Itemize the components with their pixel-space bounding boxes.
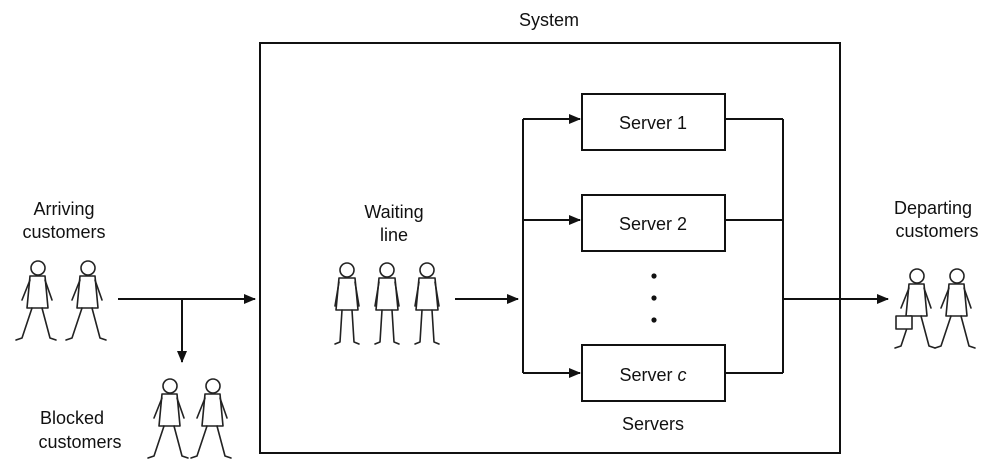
blocked-customer-figures [147, 378, 232, 459]
server-ellipsis [651, 273, 657, 323]
server-1-label: Server 1 [619, 113, 687, 133]
person-figure-icon [147, 378, 189, 459]
system-box [259, 42, 841, 454]
departing-customer-figures [894, 268, 976, 349]
person-figure-icon [934, 268, 976, 349]
person-figure-icon [65, 260, 107, 341]
waiting-label-line1: Waiting [364, 202, 423, 222]
server-1-box [581, 93, 726, 151]
arriving-label-line1: Arriving [33, 199, 94, 219]
server-c: Server c [581, 344, 726, 402]
blocked-label-line2: customers [38, 432, 121, 452]
servers-label: Servers [622, 414, 684, 434]
waiting-label-line2: line [380, 225, 408, 245]
person-figure-icon [894, 268, 936, 349]
server-1: Server 1 [581, 93, 726, 151]
departing-label-line1: Departing [894, 198, 972, 218]
server-2-box [581, 194, 726, 252]
person-figure-icon [190, 378, 232, 459]
system-label: System [519, 10, 579, 30]
blocked-label-line1: Blocked [40, 408, 104, 428]
arriving-label-line2: customers [22, 222, 105, 242]
server-c-box [581, 344, 726, 402]
arriving-customer-figures [15, 260, 107, 341]
person-figure-icon [15, 260, 57, 341]
server-2: Server 2 [581, 194, 726, 252]
server-2-label: Server 2 [619, 214, 687, 234]
server-c-label: Server c [619, 365, 686, 385]
departing-label-line2: customers [895, 221, 978, 241]
briefcase-icon [895, 315, 913, 330]
